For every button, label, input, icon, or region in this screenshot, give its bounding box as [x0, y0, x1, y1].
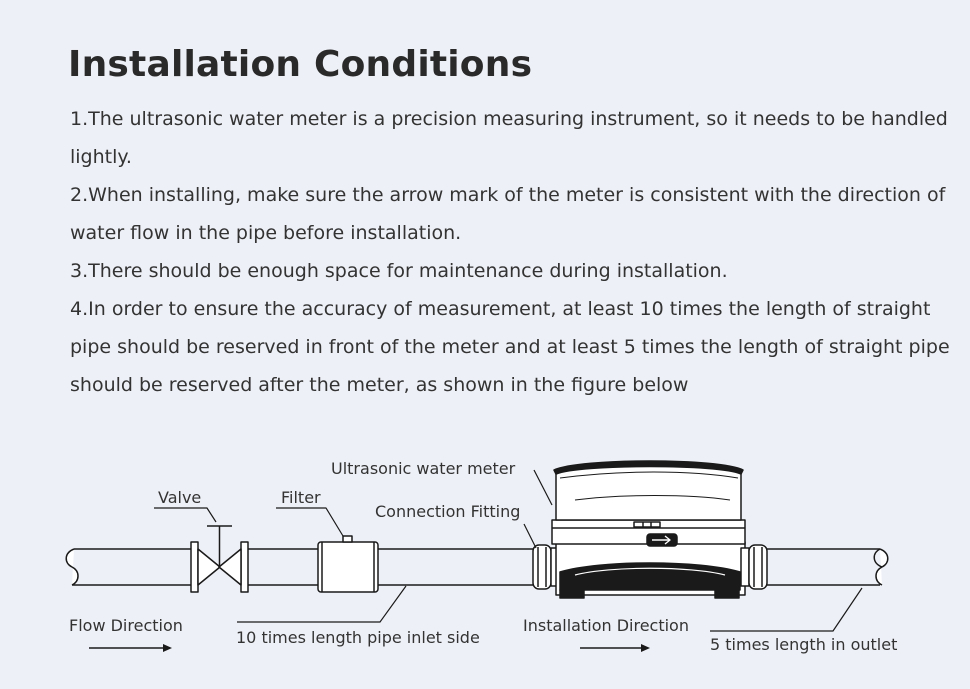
page-title: Installation Conditions: [68, 44, 533, 85]
flow-direction-arrow: [89, 644, 172, 652]
leader-lines: [154, 469, 863, 632]
label-filter: Filter: [281, 488, 321, 507]
label-ultrasonic-water-meter: Ultrasonic water meter: [331, 459, 516, 478]
pipe-segment-filter-fitting: [378, 548, 533, 586]
inlet-connection-fitting: [532, 544, 560, 590]
outlet-pipe: [767, 548, 889, 586]
inlet-pipe: [65, 548, 193, 586]
label-outlet-length: 5 times length in outlet: [710, 635, 897, 654]
label-installation-direction: Installation Direction: [523, 616, 689, 635]
instruction-list: 1.The ultrasonic water meter is a precis…: [70, 100, 950, 404]
instruction-step-4: 4.In order to ensure the accuracy of mea…: [70, 298, 950, 396]
filter: [317, 535, 379, 593]
instruction-step-1: 1.The ultrasonic water meter is a precis…: [70, 108, 948, 168]
instruction-step-3: 3.There should be enough space for maint…: [70, 260, 728, 282]
outlet-connection-fitting: [740, 544, 768, 590]
label-inlet-length: 10 times length pipe inlet side: [236, 628, 480, 647]
label-connection-fitting: Connection Fitting: [375, 502, 520, 521]
label-flow-direction: Flow Direction: [69, 616, 183, 635]
valve: [190, 525, 249, 593]
ultrasonic-water-meter: [551, 460, 746, 599]
installation-direction-arrow: [580, 644, 650, 652]
label-valve: Valve: [158, 488, 201, 507]
pipe-segment-valve-filter: [248, 548, 318, 586]
instruction-step-2: 2.When installing, make sure the arrow m…: [70, 184, 946, 244]
